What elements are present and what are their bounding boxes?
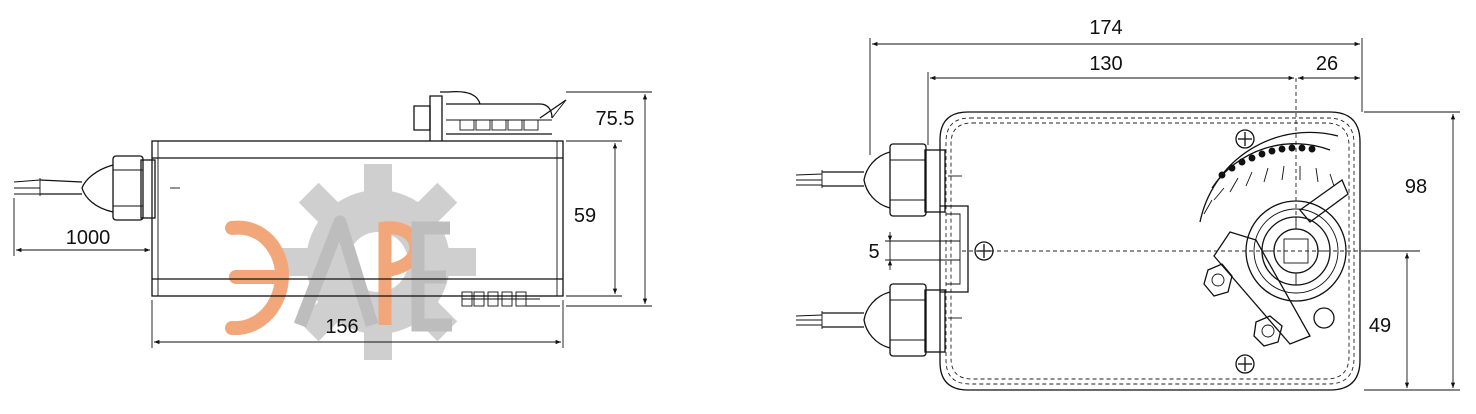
cable-gland-top: [795, 143, 962, 217]
dim-height: 98: [1405, 176, 1427, 198]
front-view: 174 130 26 98 49 5: [795, 17, 1460, 391]
dim-total-height: 75.5: [596, 108, 635, 130]
nut-icon: [1253, 315, 1283, 347]
dim-shaft-to-edge: 26: [1316, 53, 1338, 75]
dim-slot-width: 5: [868, 241, 879, 263]
dim-shaft-height: 49: [1369, 315, 1391, 337]
screw-icon: [1235, 129, 1255, 149]
bottom-lugs-side: [461, 291, 560, 307]
dim-cable-length: 1000: [66, 227, 111, 249]
dim-body-height: 59: [574, 205, 596, 227]
cable-gland-side: [13, 155, 156, 221]
shaft-clamp-side: [413, 90, 567, 141]
cable-gland-bottom: [795, 283, 962, 357]
position-scale: [1199, 131, 1349, 223]
watermark-logo: [225, 164, 476, 360]
dim-body-length: 156: [325, 316, 358, 338]
screw-icon: [1235, 354, 1255, 374]
dim-body-to-shaft: 130: [1089, 53, 1122, 75]
dim-total-width: 174: [1089, 17, 1122, 39]
nut-icon: [1203, 263, 1233, 297]
shaft-clamp-front: [1203, 200, 1347, 347]
actuator-housing-front: [939, 111, 1361, 391]
side-view: 1000 156 59 75.5: [13, 90, 652, 348]
